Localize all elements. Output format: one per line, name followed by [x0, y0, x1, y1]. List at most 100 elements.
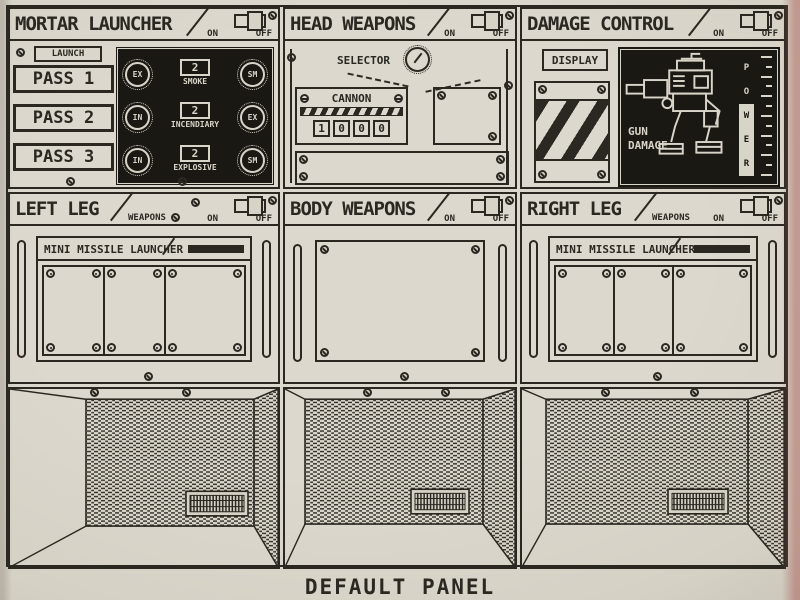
mech-damage-graphic — [625, 52, 723, 155]
hazard-stripes — [534, 101, 610, 159]
right-leg-header: RIGHT LEG WEAPONS ON OFF — [522, 191, 784, 226]
missile-compartments — [42, 265, 246, 356]
power-scale-ticks — [760, 56, 772, 176]
screw-icon — [268, 11, 277, 20]
mini-missile-launcher-box: MINI MISSILE LAUNCHER — [36, 236, 252, 362]
screw-icon — [320, 245, 329, 254]
panel-left-leg: LEFT LEG WEAPONS ON OFF MINI MISSILE LAU… — [8, 191, 280, 384]
mortar-sm-button[interactable]: SM — [237, 58, 268, 90]
hazard-top-strip — [534, 81, 610, 101]
cannon-selector-box[interactable]: CANNON 1 0 0 0 — [295, 87, 408, 145]
mortar-ex-button[interactable]: EX — [236, 101, 268, 133]
mortar-sm-button[interactable]: SM — [236, 145, 268, 177]
screw-icon — [488, 91, 497, 100]
screw-icon — [505, 11, 514, 20]
screw-icon — [597, 170, 606, 179]
mortar-in-button[interactable]: IN — [122, 145, 153, 177]
header-slash — [688, 6, 712, 37]
head-power-switch-icon[interactable] — [471, 11, 503, 31]
empty-weapon-bay — [315, 240, 485, 362]
switch-on-label: ON — [207, 29, 218, 39]
missile-cell[interactable] — [163, 265, 246, 356]
hazard-module — [534, 81, 610, 185]
missile-cell[interactable] — [102, 265, 166, 356]
damage-power-switch-icon[interactable] — [740, 11, 772, 31]
screw-icon — [600, 388, 610, 397]
pass-1-button[interactable]: PASS 1 — [13, 65, 114, 93]
switch-on-label: ON — [207, 214, 218, 224]
right-leg-power-switch-icon[interactable] — [740, 196, 772, 216]
ammo-digit: 1 — [313, 120, 330, 137]
empty-weapon-slot — [433, 87, 501, 145]
right-handle-icon — [768, 240, 777, 358]
power-letter: R — [743, 159, 750, 169]
display-button[interactable]: DISPLAY — [542, 49, 608, 71]
explosive-count: 2 — [179, 145, 210, 163]
screw-icon — [299, 172, 308, 181]
selector-dial-icon[interactable] — [403, 45, 432, 74]
panel-title: DAMAGE CONTROL — [527, 13, 674, 35]
panel-mortar-launcher: MORTAR LAUNCHER ON OFF LAUNCH PASS 1 PAS… — [8, 6, 280, 189]
empty-bay-graphic — [284, 388, 516, 569]
body-power-switch-icon[interactable] — [471, 196, 503, 216]
power-letter: O — [739, 80, 754, 104]
missile-cell[interactable] — [613, 265, 674, 356]
cannon-label: CANNON — [331, 91, 372, 105]
power-letter: P — [739, 56, 754, 80]
damage-line-2: DAMAGE — [628, 139, 668, 152]
pass-3-button[interactable]: PASS 3 — [13, 143, 114, 171]
screw-icon — [299, 155, 308, 164]
screw-icon — [16, 48, 25, 57]
missile-cell[interactable] — [42, 265, 105, 356]
screw-icon — [538, 85, 547, 94]
screw-icon — [320, 348, 329, 357]
screw-icon — [437, 91, 446, 100]
launcher-label-bar: MINI MISSILE LAUNCHER — [38, 237, 250, 261]
launch-label: LAUNCH — [34, 46, 102, 62]
screw-icon — [774, 11, 783, 20]
mortar-ex-button[interactable]: EX — [122, 58, 153, 90]
mortar-row-smoke: EX 2 SMOKE SM — [116, 58, 274, 90]
selector-label: SELECTOR — [337, 54, 390, 67]
mortar-row-explosive: IN 2 EXPLOSIVE SM — [116, 145, 274, 177]
incendiary-count: 2 — [179, 101, 210, 119]
screw-icon — [471, 245, 480, 254]
missile-compartments — [554, 265, 752, 356]
mortar-power-switch-icon[interactable] — [234, 11, 266, 31]
panel-body-weapons: BODY WEAPONS ON OFF — [283, 191, 517, 384]
screw-icon — [538, 170, 547, 179]
mini-missile-launcher-box: MINI MISSILE LAUNCHER — [548, 236, 758, 362]
panel-title: RIGHT LEG — [527, 198, 622, 220]
screw-icon — [504, 81, 513, 90]
switch-off-label: OFF — [761, 29, 778, 39]
ammo-digit: 0 — [333, 120, 350, 137]
left-leg-power-switch-icon[interactable] — [234, 196, 266, 216]
vent-grille-icon — [410, 488, 470, 515]
gun-damage-status: GUN DAMAGE — [628, 125, 668, 153]
switch-off-label: OFF — [492, 214, 509, 224]
screw-icon — [505, 196, 514, 205]
empty-bay-graphic — [521, 388, 785, 569]
switch-off-label: OFF — [492, 29, 509, 39]
panel-title: LEFT LEG — [15, 198, 100, 220]
weapons-sublabel: WEAPONS — [652, 213, 690, 223]
switch-off-label: OFF — [761, 214, 778, 224]
screw-icon — [287, 53, 296, 62]
mortar-header: MORTAR LAUNCHER ON OFF — [10, 6, 278, 41]
body-header: BODY WEAPONS ON OFF — [285, 191, 515, 226]
panel-damage-control: DAMAGE CONTROL ON OFF DISPLAY — [520, 6, 786, 189]
switch-on-label: ON — [444, 29, 455, 39]
explosive-label: EXPLOSIVE — [173, 163, 217, 173]
hazard-bottom-strip — [534, 159, 610, 183]
default-panel-frame: MORTAR LAUNCHER ON OFF LAUNCH PASS 1 PAS… — [6, 5, 788, 570]
mortar-in-button[interactable]: IN — [122, 101, 153, 133]
launcher-status-bar — [694, 245, 750, 253]
missile-cell[interactable] — [554, 265, 615, 356]
smoke-label: SMOKE — [182, 76, 208, 86]
pass-2-button[interactable]: PASS 2 — [13, 104, 114, 132]
screw-icon — [774, 196, 783, 205]
head-lower-panel — [295, 151, 509, 185]
missile-cell[interactable] — [672, 265, 752, 356]
panel-title: HEAD WEAPONS — [290, 13, 416, 35]
screw-icon — [597, 85, 606, 94]
